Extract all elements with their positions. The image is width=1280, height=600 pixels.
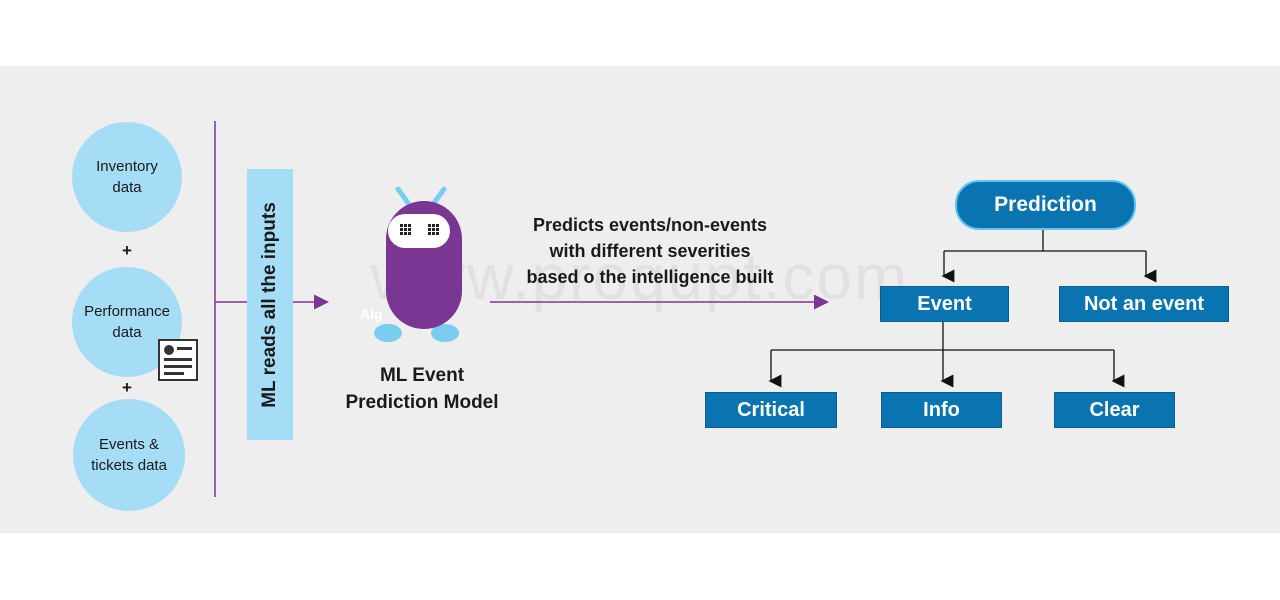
model-label: ML Event Prediction Model (322, 362, 522, 416)
prediction-node: Prediction (955, 180, 1136, 230)
robot-caption: Alg (360, 306, 383, 322)
model-label-line1: ML Event (379, 365, 465, 386)
critical-node: Critical (705, 392, 837, 428)
plus-sign: + (122, 241, 132, 260)
report-document-icon (158, 339, 198, 381)
predict-line3: based o the intelligence built (526, 267, 774, 287)
not-an-event-node: Not an event (1059, 286, 1229, 322)
ml-reads-inputs-banner: ML reads all the inputs (247, 169, 293, 440)
plus-sign: + (122, 378, 132, 397)
event-node: Event (880, 286, 1009, 322)
performance-data-label: Performance data (84, 303, 170, 341)
inventory-data-node: Inventory data (72, 122, 182, 232)
clear-node: Clear (1054, 392, 1175, 428)
robot-icon (374, 186, 462, 342)
model-label-line2: Prediction Model (345, 392, 499, 413)
events-tickets-data-node: Events & tickets data (73, 399, 185, 511)
predict-description: Predicts events/non-events with differen… (480, 212, 820, 290)
predict-line1: Predicts events/non-events (532, 215, 768, 235)
info-node: Info (881, 392, 1002, 428)
inventory-data-label: Inventory data (96, 158, 158, 196)
events-tickets-data-label: Events & tickets data (91, 436, 167, 474)
ml-reads-inputs-label: ML reads all the inputs (259, 201, 280, 408)
predict-line2: with different severities (549, 241, 751, 261)
